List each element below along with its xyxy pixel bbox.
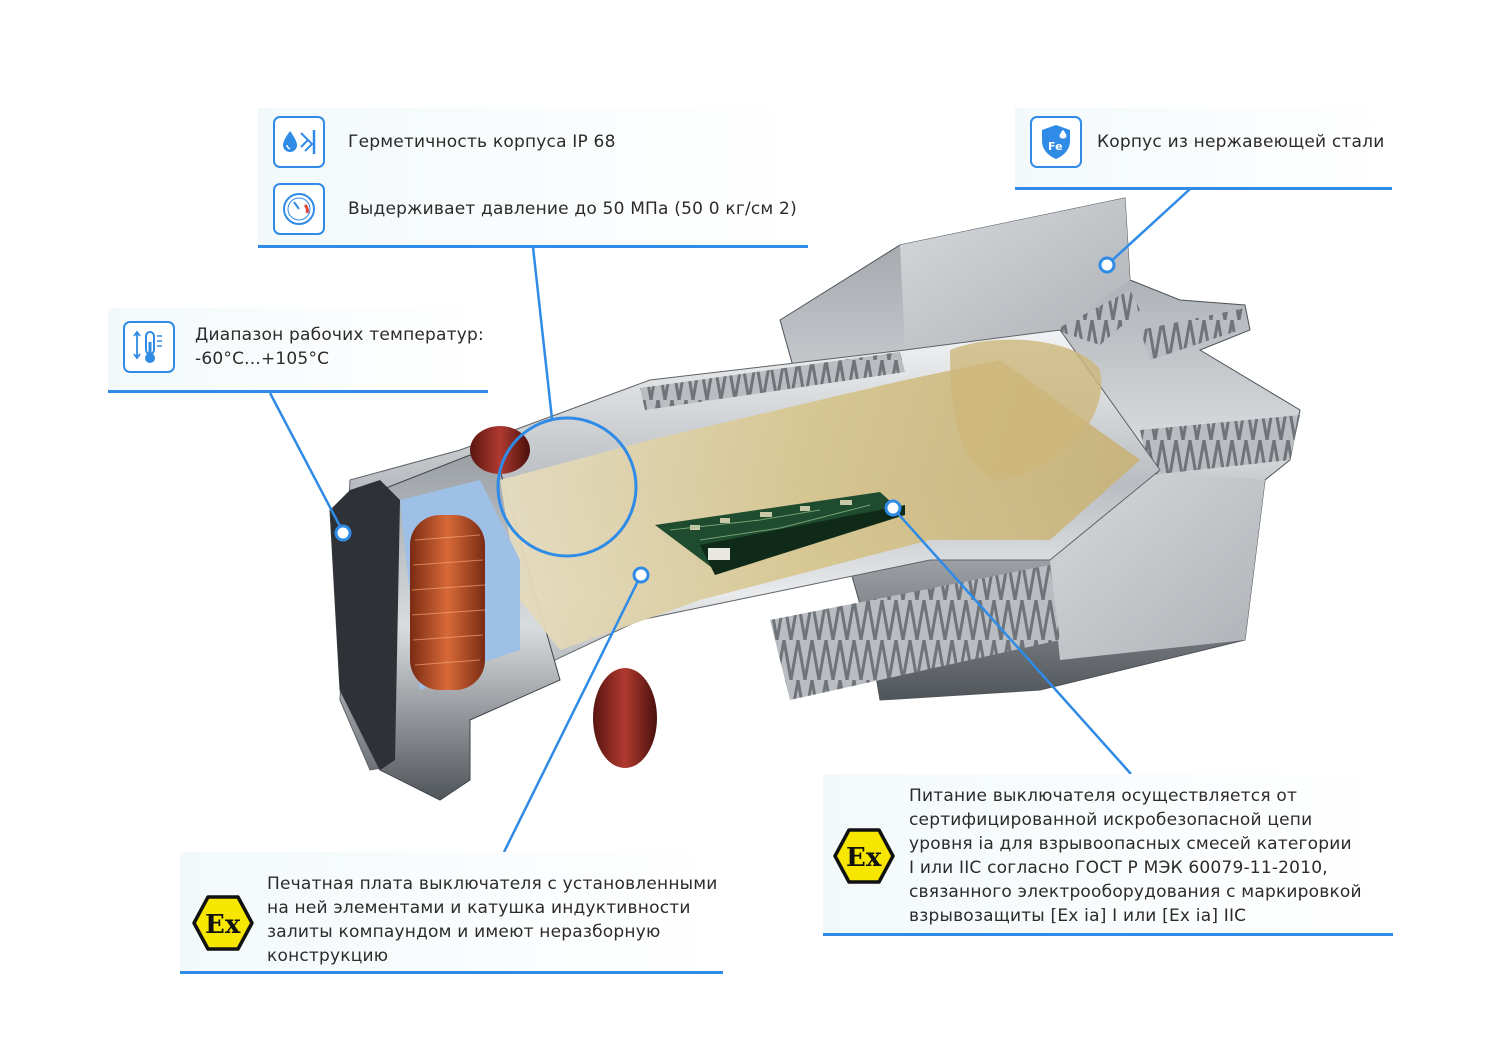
callout-pcb-compound: Ex Печатная плата выключателя с установл… [180, 852, 723, 974]
stainless-steel-shield-icon: Fe [1030, 116, 1082, 168]
o-ring-bottom [593, 668, 657, 768]
o-ring-top [470, 426, 530, 474]
fe-icon-label: Fe [1048, 140, 1063, 153]
power-text-line-2: сертифицированной искробезопасной цепи [909, 810, 1313, 830]
thermometer-icon [123, 321, 175, 373]
pcb-text-line-3: залиты компаундом и имеют неразборную [267, 922, 661, 942]
ex-explosion-proof-icon: Ex [833, 828, 895, 884]
callout-housing: Fe Корпус из нержавеющей стали [1015, 108, 1392, 190]
detail-magnifier-circle [496, 416, 638, 558]
leader-dot-housing [1098, 256, 1116, 274]
nut-cut-face [900, 198, 1130, 350]
housing-text: Корпус из нержавеющей стали [1097, 132, 1385, 152]
temperature-range: -60°С...+105°С [195, 349, 330, 369]
temperature-label: Диапазон рабочих температур: [195, 325, 484, 345]
leader-dot-power [884, 499, 902, 517]
pcb-text-line-4: конструкцию [267, 946, 389, 966]
ex-icon-label-pcb: Ex [205, 910, 241, 940]
sealing-text: Герметичность корпуса IP 68 [348, 132, 616, 152]
callout-temperature: Диапазон рабочих температур: -60°С...+10… [108, 308, 488, 393]
power-text-line-4: I или IIC согласно ГОСТ Р МЭК 60079-11-2… [909, 858, 1328, 878]
power-text-line-1: Питание выключателя осуществляется от [909, 786, 1298, 806]
leader-dot-temperature [334, 524, 352, 542]
pcb-text-line-2: на ней элементами и катушка индуктивност… [267, 898, 691, 918]
ex-icon-label-power: Ex [846, 843, 882, 873]
pcb-text-line-1: Печатная плата выключателя с установленн… [267, 874, 718, 894]
leader-dot-pcb [632, 566, 650, 584]
leader-line-housing [1106, 188, 1191, 266]
power-text-line-6: взрывозащиты [Ex ia] I или [Ex ia] IIC [909, 906, 1247, 926]
housing-threads-bottom [770, 565, 1060, 700]
leader-line-temperature [268, 392, 345, 533]
leader-line-sealing [531, 246, 554, 420]
housing-threads-top [640, 352, 905, 410]
pressure-text: Выдерживает давление до 50 МПа (50 0 кг/… [348, 199, 797, 219]
callout-sealing-pressure: Герметичность корпуса IP 68 Выдерживает … [258, 108, 808, 248]
water-drop-seal-icon [273, 116, 325, 168]
copper-coil [410, 515, 485, 690]
power-text-line-3: уровня ia для взрывоопасных смесей катег… [909, 834, 1352, 854]
leader-line-pcb [502, 574, 643, 853]
leader-line-power [892, 507, 1132, 775]
pressure-gauge-icon [273, 183, 325, 235]
callout-power-supply: Ex Питание выключателя осуществляется от… [823, 774, 1393, 936]
power-text-line-5: связанного электрооборудования с маркиро… [909, 882, 1362, 902]
pcb-board [655, 492, 905, 575]
ex-explosion-proof-icon: Ex [192, 895, 254, 951]
